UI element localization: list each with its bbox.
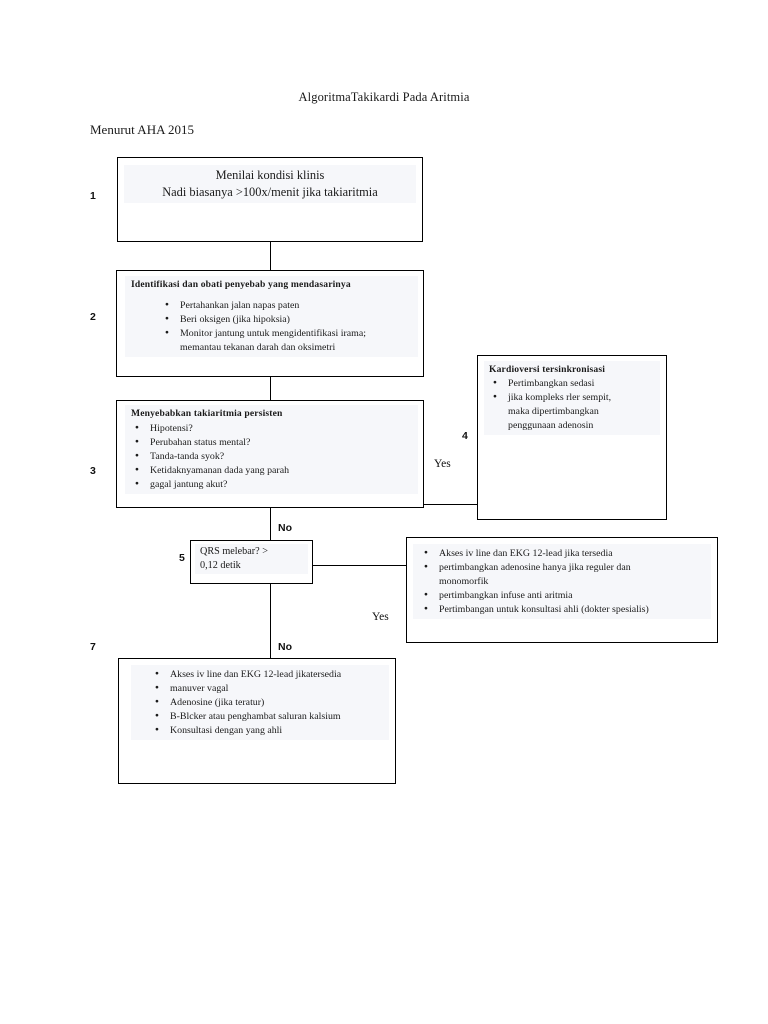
step-number-7: 7	[90, 641, 96, 653]
list-item: Tanda-tanda syok?	[133, 450, 418, 464]
connector-box5-box6	[313, 565, 406, 566]
connector-box2-box3	[270, 377, 271, 400]
list-item: Hipotensi?	[133, 421, 418, 436]
list-item: pertimbangkan infuse anti aritmia	[422, 589, 711, 603]
list-item: B-Blcker atau penghambat saluran kalsium	[153, 710, 389, 724]
document-subtitle: Menurut AHA 2015	[90, 122, 194, 137]
step-number-5: 5	[179, 552, 185, 564]
connector-box1-box2	[270, 241, 271, 270]
list-item: Akses iv line dan EKG 12-lead jika terse…	[422, 546, 711, 561]
box7-bullet-list: Akses iv line dan EKG 12-lead jikatersed…	[131, 667, 389, 738]
box2-bullet-list: Pertahankan jalan napas paten Beri oksig…	[125, 298, 418, 355]
box4-bullet-list: Pertimbangkan sedasi jika kompleks rler …	[484, 376, 660, 433]
box3-title: Menyebabkan takiaritmia persisten	[131, 408, 283, 419]
list-item: Pertahankan jalan napas paten	[125, 298, 418, 313]
list-item: Monitor jantung untuk mengidentifikasi i…	[125, 327, 418, 355]
step-number-3: 3	[90, 465, 96, 477]
box-identify-treat-causes: Identifikasi dan obati penyebab yang men…	[116, 270, 424, 377]
list-item: Adenosine (jika teratur)	[153, 696, 389, 710]
list-item: manuver vagal	[153, 682, 389, 696]
box5-line1: QRS melebar? >	[200, 546, 268, 557]
box-assess-clinical-condition: Menilai kondisi klinis Nadi biasanya >10…	[117, 157, 423, 242]
list-item: Pertimbangkan sedasi	[491, 376, 660, 391]
list-item: jika kompleks rler sempit, maka dipertim…	[491, 391, 660, 433]
step-number-2: 2	[90, 311, 96, 323]
list-item: Ketidaknyamanan dada yang parah	[133, 464, 418, 478]
box5-line2: 0,12 detik	[200, 560, 241, 572]
flow-label-no-box5: No	[278, 641, 292, 653]
box-synchronized-cardioversion: Kardioversi tersinkronisasi Pertimbangka…	[477, 355, 667, 520]
step-number-1: 1	[90, 190, 96, 202]
box6-bullet-list: Akses iv line dan EKG 12-lead jika terse…	[413, 546, 711, 617]
step-number-4: 4	[462, 430, 468, 442]
box1-line2: Nadi biasanya >100x/menit jika takiaritm…	[162, 184, 378, 199]
list-item: pertimbangkan adenosine hanya jika regul…	[422, 561, 711, 589]
box1-line1: Menilai kondisi klinis	[215, 168, 325, 182]
list-item: Perubahan status mental?	[133, 436, 418, 450]
flow-label-yes-box3: Yes	[434, 458, 451, 470]
connector-box3-box4	[424, 504, 478, 505]
box4-title: Kardioversi tersinkronisasi	[489, 364, 606, 375]
box2-title: Identifikasi dan obati penyebab yang men…	[131, 279, 351, 290]
list-item: Akses iv line dan EKG 12-lead jikatersed…	[153, 667, 389, 682]
flow-label-yes-box5: Yes	[372, 611, 389, 623]
page-title: AlgoritmaTakikardi Pada Aritmia	[298, 90, 470, 104]
connector-box5-box7	[270, 584, 271, 658]
flow-label-no-box3: No	[278, 522, 292, 534]
list-item: Konsultasi dengan yang ahli	[153, 724, 389, 738]
box-narrow-qrs-management: Akses iv line dan EKG 12-lead jikatersed…	[118, 658, 396, 784]
connector-box3-box5	[270, 508, 271, 540]
box3-bullet-list: Hipotensi? Perubahan status mental? Tand…	[125, 421, 418, 492]
box-persistent-tachyarrhythmia: Menyebabkan takiaritmia persisten Hipote…	[116, 400, 424, 508]
list-item: gagal jantung akut?	[133, 478, 418, 492]
list-item: Pertimbangan untuk konsultasi ahli (dokt…	[422, 603, 711, 617]
box-wide-qrs-management: Akses iv line dan EKG 12-lead jika terse…	[406, 537, 718, 643]
box-qrs-wide-decision: QRS melebar? > 0,12 detik	[190, 540, 313, 584]
list-item: Beri oksigen (jika hipoksia)	[125, 313, 418, 327]
